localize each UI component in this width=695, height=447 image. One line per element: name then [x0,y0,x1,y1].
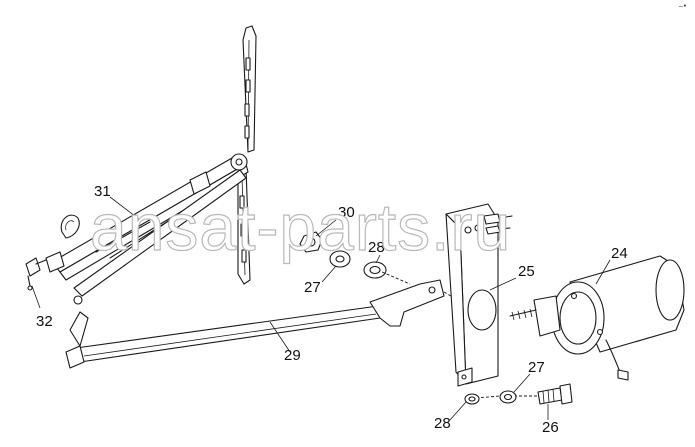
callout-25: 25 [518,263,535,280]
bolt [537,383,573,405]
nut [299,231,323,253]
washer-lower [499,390,517,404]
spacer-lower [464,393,480,405]
callout-30: 30 [338,204,355,221]
washer-upper [329,250,351,268]
wiper-arm-assembly [45,153,249,305]
callout-28-lower: 28 [434,415,451,432]
callout-29: 29 [284,347,301,364]
mounting-bracket [445,203,499,387]
wiper-blade [237,25,257,285]
spacer-upper [363,261,387,279]
hose-fitting [25,257,47,291]
linkage-rod [65,279,445,369]
bracket-screws [483,213,513,235]
callout-27-lower: 27 [528,359,545,376]
callout-31: 31 [94,183,111,200]
callout-27-upper: 27 [304,279,321,296]
callout-26: 26 [542,419,559,436]
callout-24: 24 [611,245,628,262]
watermark: ansat-parts.ru [90,190,511,264]
callout-32: 32 [36,313,53,330]
leader-lines [31,196,611,421]
corner-mark: —• [678,2,687,10]
callout-28-upper: 28 [368,239,385,256]
